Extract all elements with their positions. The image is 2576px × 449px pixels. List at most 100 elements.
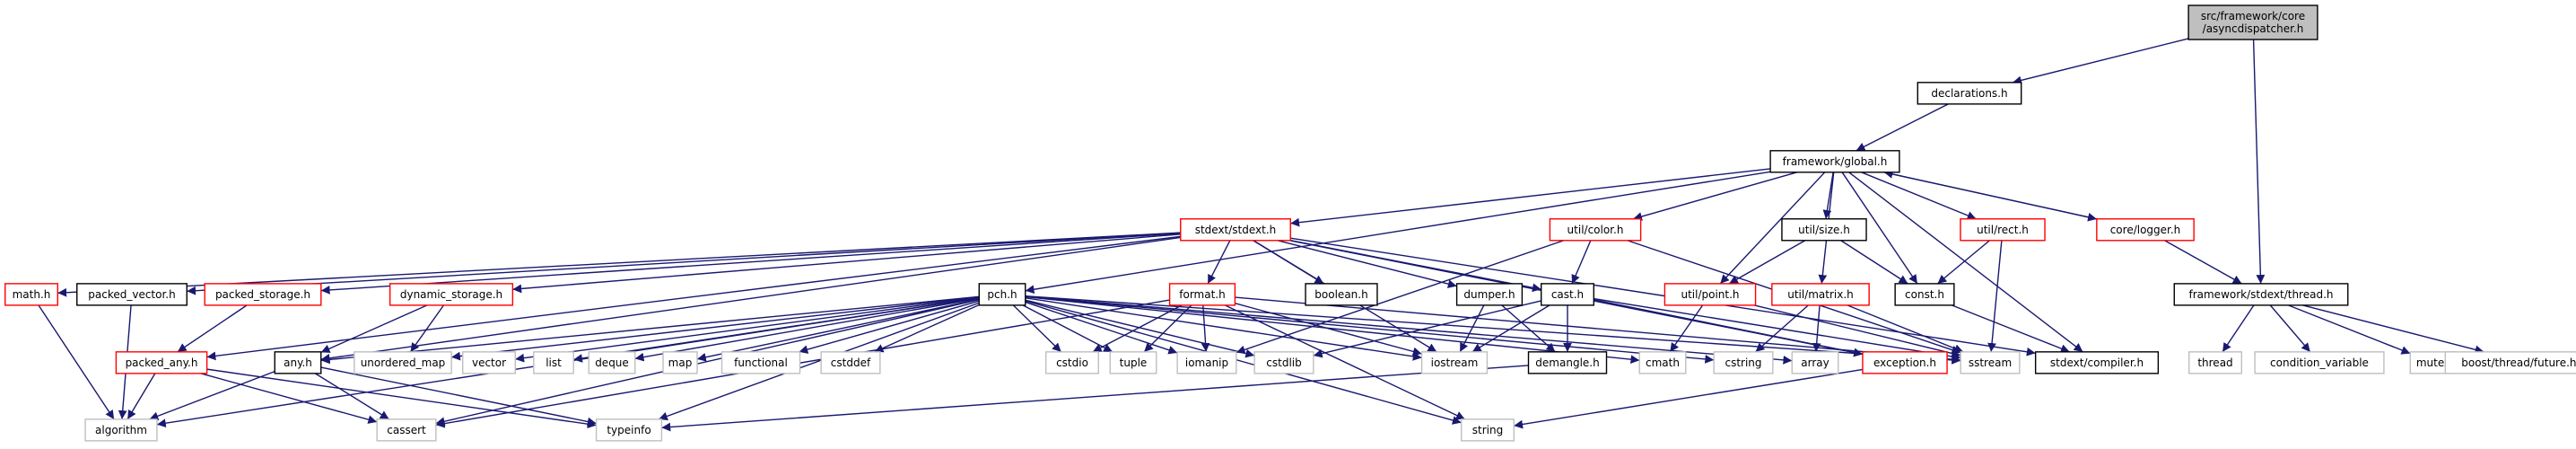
node-cstdlib[interactable]: cstdlib bbox=[1253, 351, 1314, 374]
edge-format-to-string bbox=[1224, 304, 1466, 420]
node-label-decl: declarations.h bbox=[1931, 87, 2007, 100]
edge-stdext-to-anyh bbox=[320, 236, 1181, 363]
node-box-panyh bbox=[115, 351, 208, 374]
node-stdext[interactable]: stdext/stdext.h bbox=[1180, 218, 1291, 242]
edge-global-to-compiler bbox=[1848, 172, 2083, 353]
node-panyh[interactable]: packed_any.h bbox=[115, 351, 208, 374]
node-size[interactable]: util/size.h bbox=[1781, 218, 1867, 242]
node-array[interactable]: array bbox=[1791, 351, 1839, 374]
node-rect[interactable]: util/rect.h bbox=[1960, 218, 2046, 242]
node-thr[interactable]: thread bbox=[2187, 351, 2242, 374]
node-label-umap: unordered_map bbox=[361, 357, 446, 369]
node-algorithm[interactable]: algorithm bbox=[84, 418, 158, 442]
node-box-umap bbox=[354, 351, 452, 374]
edge-panyh-to-cassert bbox=[200, 373, 378, 424]
node-box-exception bbox=[1862, 351, 1948, 374]
edge-stdext-to-pstore bbox=[320, 233, 1181, 295]
node-string[interactable]: string bbox=[1460, 418, 1515, 442]
edge-stdext-to-dumper bbox=[1277, 240, 1457, 288]
edge-exception-to-string bbox=[1514, 368, 1864, 429]
edge-cast-to-exception bbox=[1594, 299, 1864, 357]
node-dstore[interactable]: dynamic_storage.h bbox=[389, 283, 514, 306]
node-dumper[interactable]: dumper.h bbox=[1455, 283, 1524, 306]
node-label-async: src/framework/core bbox=[2201, 10, 2305, 22]
node-exception[interactable]: exception.h bbox=[1862, 351, 1948, 374]
edge-decl-to-global bbox=[1856, 103, 1949, 152]
node-label-format: format.h bbox=[1179, 288, 1225, 301]
node-future[interactable]: boost/thread/future.hpp bbox=[2444, 351, 2576, 374]
node-iostream[interactable]: iostream bbox=[1420, 351, 1489, 374]
node-point[interactable]: util/point.h bbox=[1663, 283, 1757, 306]
node-boolean[interactable]: boolean.h bbox=[1305, 283, 1378, 306]
node-vector[interactable]: vector bbox=[462, 351, 517, 374]
node-box-async bbox=[2187, 4, 2318, 40]
node-label-typeinfo: typeinfo bbox=[607, 424, 651, 436]
node-compiler[interactable]: stdext/compiler.h bbox=[2034, 351, 2160, 374]
edge-stdext-to-format bbox=[1207, 240, 1231, 285]
node-box-iostream bbox=[1420, 351, 1489, 374]
node-condvar[interactable]: condition_variable bbox=[2254, 351, 2385, 374]
edge-anyh-to-cassert bbox=[314, 373, 390, 420]
node-label-tuple: tuple bbox=[1120, 357, 1148, 369]
node-math[interactable]: math.h bbox=[4, 283, 58, 306]
edge-cast-to-sstream bbox=[1594, 297, 1961, 361]
node-map[interactable]: map bbox=[662, 351, 698, 374]
node-typeinfo[interactable]: typeinfo bbox=[595, 418, 663, 442]
edge-pch-to-typeinfo bbox=[658, 302, 980, 421]
node-sstream[interactable]: sstream bbox=[1960, 351, 2021, 374]
node-label-pch: pch.h bbox=[987, 288, 1017, 301]
node-box-pstore bbox=[204, 283, 322, 306]
node-box-matrix bbox=[1771, 283, 1870, 306]
node-label-exception: exception.h bbox=[1873, 357, 1936, 369]
node-box-boolean bbox=[1305, 283, 1378, 306]
node-box-future bbox=[2444, 351, 2576, 374]
node-functional[interactable]: functional bbox=[720, 351, 801, 374]
node-color[interactable]: util/color.h bbox=[1549, 218, 1642, 242]
edge-demangle-to-typeinfo bbox=[661, 365, 1529, 432]
edge-pch-to-functional bbox=[799, 300, 980, 354]
node-pch[interactable]: pch.h bbox=[978, 283, 1026, 306]
node-label-cmath: cmath bbox=[1646, 357, 1680, 369]
edge-global-to-stdext bbox=[1290, 168, 1771, 227]
node-format[interactable]: format.h bbox=[1168, 283, 1236, 306]
node-label-point: util/point.h bbox=[1681, 288, 1739, 301]
edge-format-to-iostream bbox=[1235, 303, 1422, 357]
edge-color-to-iomanip bbox=[1236, 240, 1565, 355]
node-label-global: framework/global.h bbox=[1783, 155, 1888, 168]
node-anyh[interactable]: any.h bbox=[274, 351, 322, 374]
node-pvec[interactable]: packed_vector.h bbox=[76, 283, 188, 306]
node-box-iomanip bbox=[1176, 351, 1237, 374]
edge-format-to-cstdio bbox=[1092, 304, 1183, 353]
node-cast[interactable]: cast.h bbox=[1540, 283, 1594, 306]
node-pstore[interactable]: packed_storage.h bbox=[204, 283, 322, 306]
node-iomanip[interactable]: iomanip bbox=[1176, 351, 1237, 374]
node-umap[interactable]: unordered_map bbox=[354, 351, 452, 374]
node-cassert[interactable]: cassert bbox=[376, 418, 437, 442]
node-demangle[interactable]: demangle.h bbox=[1527, 351, 1608, 374]
node-decl[interactable]: declarations.h bbox=[1917, 82, 2022, 105]
node-label-math: math.h bbox=[13, 288, 51, 301]
node-logger[interactable]: core/logger.h bbox=[2096, 218, 2195, 242]
node-cmath[interactable]: cmath bbox=[1638, 351, 1687, 374]
node-label-cstddef: cstddef bbox=[831, 357, 871, 369]
node-box-global bbox=[1769, 150, 1900, 173]
node-label-future: boost/thread/future.hpp bbox=[2461, 357, 2576, 369]
node-const[interactable]: const.h bbox=[1894, 283, 1955, 306]
edge-stdext-to-dstore bbox=[512, 233, 1181, 294]
edge-pch-to-string bbox=[1025, 300, 1462, 425]
node-tuple[interactable]: tuple bbox=[1109, 351, 1157, 374]
node-box-dumper bbox=[1455, 283, 1524, 306]
node-cstddef[interactable]: cstddef bbox=[820, 351, 881, 374]
node-matrix[interactable]: util/matrix.h bbox=[1771, 283, 1870, 306]
node-cstring[interactable]: cstring bbox=[1713, 351, 1774, 374]
node-global[interactable]: framework/global.h bbox=[1769, 150, 1900, 173]
node-label-rect: util/rect.h bbox=[1977, 224, 2029, 236]
node-cstdio[interactable]: cstdio bbox=[1044, 351, 1099, 374]
node-box-demangle bbox=[1527, 351, 1608, 374]
node-thread[interactable]: framework/stdext/thread.h bbox=[2173, 283, 2349, 306]
node-list[interactable]: list bbox=[533, 351, 574, 374]
node-box-cstdio bbox=[1044, 351, 1099, 374]
edge-math-to-algorithm bbox=[38, 304, 115, 420]
node-label-async: /asyncdispatcher.h bbox=[2203, 22, 2304, 35]
node-deque[interactable]: deque bbox=[588, 351, 636, 374]
